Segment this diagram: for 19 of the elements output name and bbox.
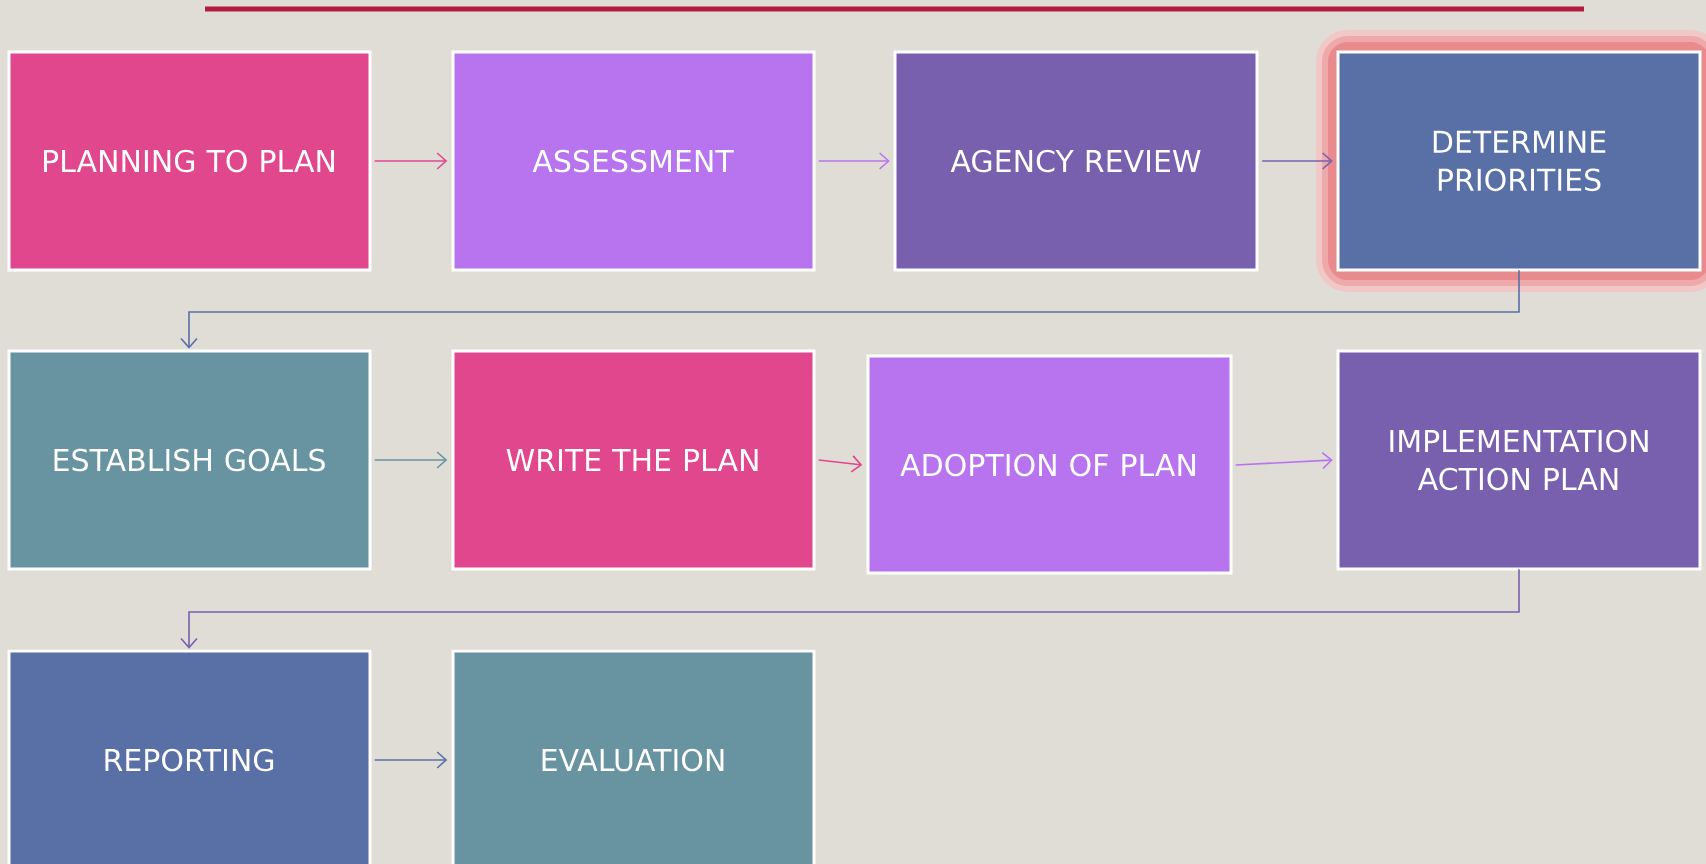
- arrow: [180, 568, 1520, 649]
- process-box: EVALUATION: [451, 649, 816, 864]
- process-box: ADOPTION OF PLAN: [866, 354, 1233, 575]
- arrow: [373, 751, 448, 769]
- process-box: IMPLEMENTATION ACTION PLAN: [1336, 349, 1702, 571]
- process-box: WRITE THE PLAN: [451, 349, 816, 571]
- arrow: [817, 455, 863, 473]
- process-box: DETERMINE PRIORITIES: [1336, 50, 1702, 272]
- process-box: ASSESSMENT: [451, 50, 816, 272]
- process-box: PLANNING TO PLAN: [7, 50, 372, 272]
- process-box: ESTABLISH GOALS: [7, 349, 372, 571]
- process-box: AGENCY REVIEW: [893, 50, 1259, 272]
- arrow: [373, 451, 448, 469]
- arrow: [1261, 152, 1333, 170]
- arrow: [817, 152, 890, 170]
- process-box: REPORTING: [7, 649, 372, 864]
- arrow: [180, 269, 1520, 349]
- arrow: [1234, 451, 1333, 470]
- arrow: [373, 152, 448, 170]
